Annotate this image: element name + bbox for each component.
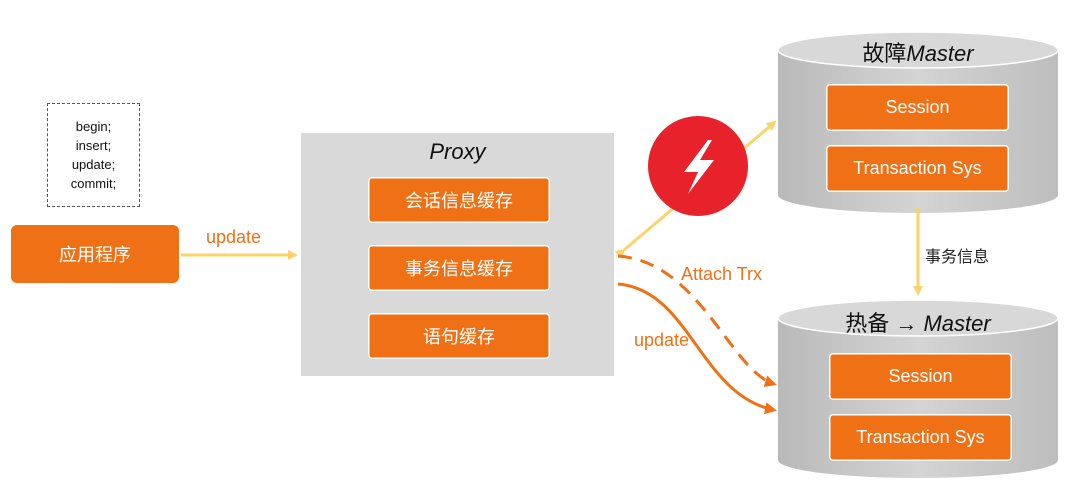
sql-line: update; — [71, 157, 116, 172]
sql-statements-box: begin; insert; update; commit; — [47, 103, 140, 207]
failed-master-title-prefix: 故障 — [862, 41, 907, 66]
sql-line: commit; — [70, 176, 117, 191]
proxy-update-label: update — [634, 330, 690, 350]
standby-master-title: 热备 → Master — [778, 306, 1058, 338]
failed-master-title-italic: Master — [906, 41, 974, 66]
attach-trx-label: Attach Trx — [681, 264, 763, 284]
standby-master-title-italic: Master — [923, 311, 991, 336]
standby-transaction-sys-box: Transaction Sys — [829, 414, 1012, 461]
standby-session-box: Session — [829, 353, 1012, 400]
sql-line: insert; — [75, 138, 112, 153]
standby-master-title-prefix: 热备 → — [845, 311, 924, 336]
proxy-panel: Proxy 会话信息缓存 事务信息缓存 语句缓存 — [301, 133, 614, 376]
arrow-attach-trx — [617, 254, 777, 387]
failed-session-box: Session — [826, 84, 1009, 131]
app-update-label: update — [206, 227, 262, 247]
arrow-proxy-update — [617, 282, 777, 415]
session-cache-box: 会话信息缓存 — [368, 177, 550, 223]
failed-transaction-sys-box: Transaction Sys — [826, 145, 1009, 192]
transaction-cache-box: 事务信息缓存 — [368, 245, 550, 291]
application-node: 应用程序 — [11, 225, 179, 283]
proxy-title: Proxy — [429, 139, 486, 164]
failed-master-title: 故障Master — [778, 36, 1058, 68]
failed-master-node: 故障Master — [778, 36, 1058, 68]
transaction-info-label: 事务信息 — [925, 249, 990, 266]
lightning-icon — [648, 116, 748, 216]
standby-master-node: 热备 → Master — [778, 306, 1058, 338]
statement-cache-box: 语句缓存 — [368, 313, 550, 359]
sql-line: begin; — [75, 119, 112, 134]
